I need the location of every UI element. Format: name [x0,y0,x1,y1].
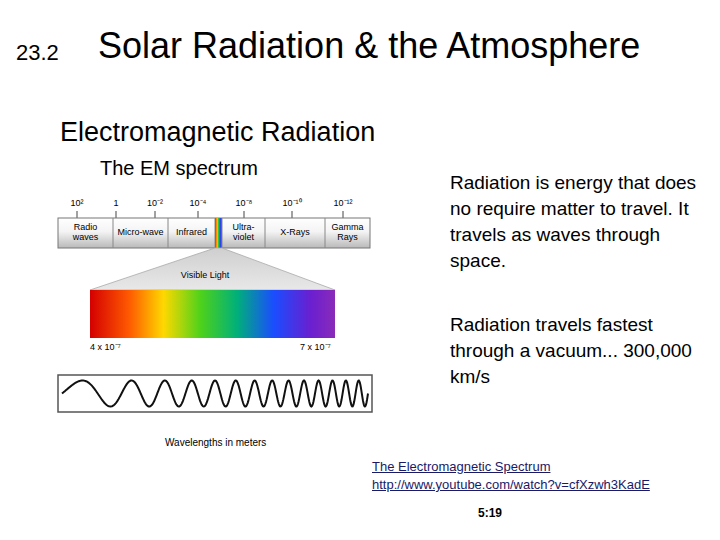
wavelength-tick: 10⁻² [147,198,163,209]
band-name: Radio waves [60,223,111,243]
spectrum-band: X-Rays [265,218,325,248]
wavelength-tick: 10⁻¹⁰ [282,198,301,209]
body-text: Radiation travels fastest through a vacu… [450,312,708,390]
band-dividers [113,218,325,248]
spectrum-bar [58,218,370,248]
tick-marks [77,211,343,218]
wavelength-tick: 10² [70,198,83,209]
spectrum-band: Infrared [168,218,215,248]
link-url: http://www.youtube.com/watch?v=cfXzwh3Ka… [372,477,650,493]
subheading: The EM spectrum [100,156,258,180]
spectrum-band: Micro-wave [113,218,168,248]
wavelength-value: 7 x 10⁻⁷ [300,342,331,353]
visible-spectrum [90,290,335,338]
band-name: Ultra-violet [224,223,263,243]
wavelength-tick: 1 [113,198,118,209]
visible-light-label: Visible Light [181,270,229,281]
spectrum-band: Gamma Rays [325,218,370,248]
band-name: Infrared [176,228,207,238]
section-number: 23.2 [16,40,59,66]
wavelength-tick: 10⁻⁴ [190,198,207,209]
band-name: Gamma Rays [327,223,368,243]
axis-note: Wavelengths in meters [165,437,266,449]
wavelength-tick: 10⁻¹² [333,198,352,209]
wave-line [62,381,368,407]
spectrum-band: Radio waves [58,218,113,248]
visible-funnel [90,248,335,290]
wavelength-value: 4 x 10⁻⁷ [90,342,121,353]
wavelength-tick: 10⁻⁸ [236,198,253,209]
video-length: 5:19 [478,506,502,520]
slide-title: Solar Radiation & the Atmosphere [98,24,640,67]
body-text: Radiation is energy that does no require… [450,170,708,274]
band-name: X-Rays [280,228,310,238]
link-title: The Electromagnetic Spectrum [372,459,550,475]
heading: Electromagnetic Radiation [60,116,375,148]
visible-strip [215,218,222,248]
wave-frame [58,375,372,412]
spectrum-band: Ultra-violet [222,218,265,248]
band-name: Micro-wave [117,228,163,238]
